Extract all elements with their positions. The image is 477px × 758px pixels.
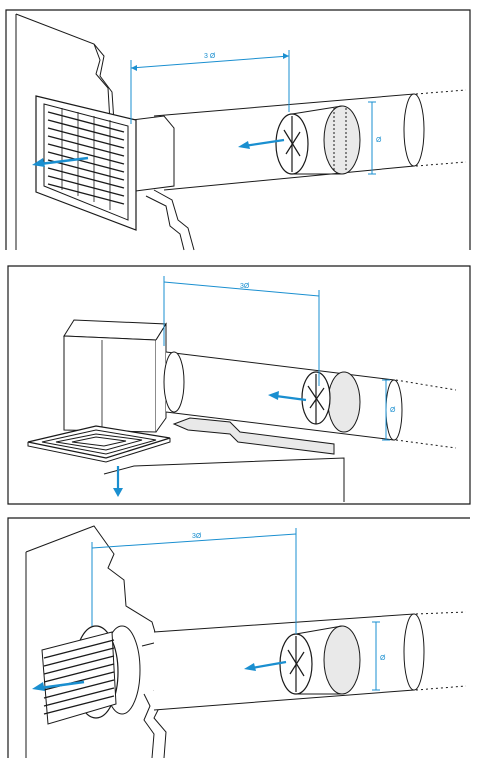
panel-3-drawing: 3Ø Ø — [7, 517, 470, 758]
airflow-arrow-icon — [113, 466, 123, 497]
ceiling-line — [103, 457, 345, 502]
wall-break-lower — [153, 189, 195, 251]
panel-1-drawing: 3 Ø Ø — [5, 9, 471, 251]
panel-2-drawing: 3Ø Ø — [7, 265, 471, 505]
ceiling-slab — [172, 417, 335, 455]
wall-break — [93, 43, 111, 123]
duct-continuation — [415, 611, 467, 691]
damper-unit — [279, 625, 361, 695]
panel-ceiling-diffuser: 3Ø Ø — [4, 262, 473, 506]
damper-unit — [301, 371, 361, 433]
dimension-diameter — [372, 621, 380, 691]
length-label: 3Ø — [240, 283, 250, 290]
dimension-length — [163, 276, 320, 386]
wall-grille — [35, 95, 137, 231]
length-label: 3 Ø — [204, 53, 216, 60]
damper-unit — [275, 105, 361, 175]
diameter-label: Ø — [390, 407, 396, 414]
airflow-arrow-icon — [268, 391, 307, 402]
duct-collar — [163, 351, 185, 413]
diameter-label: Ø — [380, 655, 386, 662]
duct-end — [403, 93, 425, 167]
panel-frame — [7, 517, 470, 758]
panel-round-grille: 3Ø Ø — [4, 514, 473, 758]
round-grille — [41, 625, 141, 725]
airflow-arrow-icon — [32, 680, 85, 691]
plenum-box — [63, 319, 167, 433]
duct-end — [403, 613, 425, 691]
airflow-arrow-icon — [238, 138, 285, 149]
dimension-diameter — [382, 379, 390, 441]
airflow-arrow-icon — [244, 660, 287, 671]
panel-frame — [7, 265, 471, 505]
length-label: 3Ø — [192, 533, 202, 540]
dimension-length — [91, 528, 297, 634]
dimension-diameter — [368, 101, 376, 175]
duct-continuation — [395, 379, 457, 449]
duct-continuation — [415, 89, 467, 167]
wall-break-lower-2 — [143, 693, 155, 758]
panel-frame — [5, 9, 471, 250]
wall-break-lower-2 — [145, 195, 185, 251]
panel-wall-grille: 3 Ø Ø — [4, 4, 473, 252]
dimension-length — [130, 50, 290, 124]
diameter-label: Ø — [376, 137, 382, 144]
ceiling-diffuser — [27, 425, 171, 463]
airflow-arrow-icon — [32, 156, 89, 167]
